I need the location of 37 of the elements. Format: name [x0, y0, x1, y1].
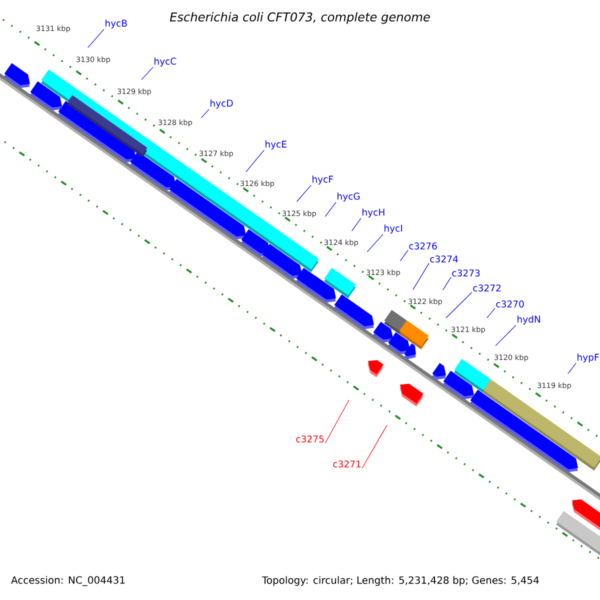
leader-line — [296, 184, 312, 202]
gene-label: c3272 — [473, 284, 500, 292]
gene-label: hycD — [210, 100, 233, 108]
gene-label: hycG — [338, 192, 360, 202]
gene-label: hycC — [154, 58, 176, 66]
leader-line — [362, 424, 388, 469]
leader-line — [400, 250, 408, 262]
gene-label: c3271 — [333, 460, 361, 468]
gene-label: hydN — [518, 316, 540, 324]
leader-line — [568, 362, 576, 374]
leader-line — [486, 308, 496, 318]
leader-line — [200, 108, 210, 118]
leader-line — [442, 276, 452, 290]
leader-line — [141, 66, 154, 80]
gene-label: hypF — [578, 354, 599, 362]
gene-label: hycI — [384, 224, 402, 234]
leader-line — [351, 218, 362, 232]
leader-line — [246, 150, 264, 172]
leader-line — [446, 292, 472, 318]
title: Escherichia coli CFT073, complete genome — [170, 12, 430, 24]
gene-label: hycB — [106, 20, 127, 28]
leader-line — [495, 324, 516, 346]
info-text: Accession: NC_004431 — [11, 576, 125, 586]
leader-line — [324, 202, 336, 217]
leader-line — [87, 28, 104, 48]
gene-label: c3270 — [496, 300, 524, 308]
leader-line — [412, 262, 430, 290]
gene-label: hycE — [266, 140, 286, 150]
gene-label: c3274 — [430, 256, 458, 263]
leader-line — [366, 234, 384, 252]
gene-label: hycF — [312, 176, 333, 184]
gene-label: c3276 — [409, 242, 437, 250]
leader-line — [324, 400, 350, 444]
info-text: Topology: circular; Length: 5,231,428 bp; Genes: 5,454 — [262, 576, 539, 586]
gene-label: hycH — [362, 208, 384, 218]
gene-label: c3273 — [452, 270, 480, 277]
gene-label: c3275 — [296, 436, 324, 443]
